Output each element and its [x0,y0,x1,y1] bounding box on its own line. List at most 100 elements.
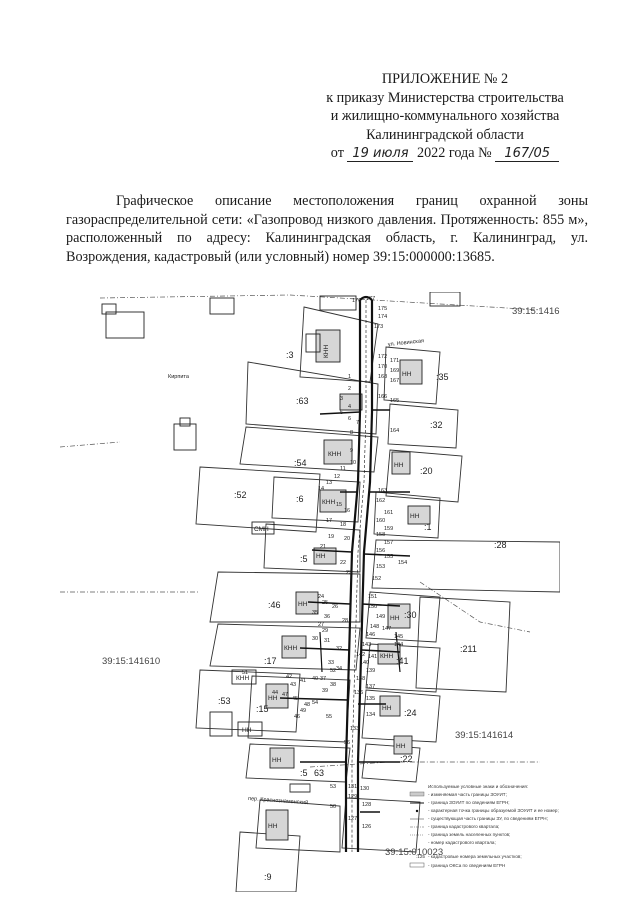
boundary-point-numbers-left: 1 2 3 4 5 6 7 8 9 10 11 12 13 14 15 16 1… [242,374,359,810]
point-number: 26 [332,604,338,610]
building-mark: КНН [236,675,249,682]
point-number: 45 [292,696,298,702]
point-number: 162 [376,498,385,504]
point-number: 36 [324,614,330,620]
point-number: 155 [384,554,393,560]
handwritten-order-number: 167/05 [495,146,560,163]
point-number: 145 [394,634,403,640]
building-footprints [231,329,431,841]
date-prefix: от [330,145,344,162]
point-number: 136 [354,690,363,696]
point-number: 151 [368,594,377,600]
building-mark: КНН [380,653,393,660]
point-number: 4 [348,404,351,410]
parcel-label: :53 [218,696,231,706]
point-number: 128 [362,802,371,808]
point-number: 14 [318,486,324,492]
point-number: 46 [294,714,300,720]
point-number: 140 [360,660,369,666]
point-number: 173 [374,324,383,330]
order-date-line: от 19 июля 2022 года № 167/05 [300,144,590,163]
parcel-label: :41 [396,656,409,666]
parcel-label: :5 [300,768,308,778]
building-mark: НН [272,757,282,764]
appendix-line-3: Калининградской области [366,126,524,143]
point-number: 160 [376,518,385,524]
point-number: 165 [390,398,399,404]
building-mark: КНН [323,345,330,358]
point-number: 37 [320,676,326,682]
building-mark: НН [394,462,404,469]
point-number: 169 [390,368,399,374]
point-number: 2 [348,386,351,392]
point-number: 137 [366,684,375,690]
quarter-label: 39:15:141610 [102,656,160,667]
parcel-label: :9 [264,872,272,882]
point-number: 130 [360,786,369,792]
point-number: 153 [376,564,385,570]
building-mark: НН [268,823,278,830]
point-number: 163 [378,488,387,494]
point-number: 27 [318,622,324,628]
quarter-label: 39:15:141614 [455,730,513,741]
point-number: 11 [340,466,346,472]
parcel-label: :32 [430,420,443,430]
point-number: 166 [378,394,387,400]
point-number: 18 [340,522,346,528]
handwritten-date: 19 июля [347,146,414,163]
point-number: 41 [300,678,306,684]
gas-pipeline-zone [279,295,411,852]
building-mark: НН [242,727,252,734]
point-number: 7 [356,420,359,426]
point-number: 35 [312,610,318,616]
map-legend: Используемые условные знаки и обозначени… [409,784,559,868]
point-number: 24 [318,594,324,600]
building-mark: КНН [284,645,297,652]
building-mark: НН [396,743,406,750]
point-number: 50 [330,804,336,810]
point-number: 150 [368,604,377,610]
point-number: 146 [366,632,375,638]
parcel-label: :63 [296,396,309,406]
point-number: 40 [312,676,318,682]
appendix-title: ПРИЛОЖЕНИЕ № 2 [381,71,509,87]
appendix-line-2: и жилищно-коммунального хозяйства [330,108,560,125]
point-number: 168 [378,374,387,380]
point-number: 127 [348,816,357,822]
point-number: 31 [324,638,330,644]
parcel-label: :3 [286,350,294,360]
point-number: 131 [348,784,357,790]
point-number: 47 [282,692,288,698]
point-number: 38 [330,682,336,688]
parcel-label: :17 [264,656,277,666]
building-marks: КНН НН КНН НН КНН НН СМН НН НН НН КНН КН… [236,345,420,830]
point-number: 171 [390,358,399,364]
point-number: 44 [272,690,278,696]
point-number: 20 [344,536,350,542]
building-mark: СМН [254,526,269,533]
point-number: 147 [382,626,391,632]
appendix-line-1: к приказу Министерства строительства [326,89,564,106]
point-number: 161 [384,510,393,516]
street-label: пер. Краснознаменский [248,795,308,806]
appendix-header: ПРИЛОЖЕНИЕ № 2 к приказу Министерства ст… [300,70,590,163]
parcel-label: :15 [256,704,269,714]
parcel-label: :22 [400,754,413,764]
point-number: 29 [322,628,328,634]
point-number: 55 [326,714,332,720]
point-number: 5 [340,410,343,416]
parcel-label: :28 [494,540,507,550]
point-number: 142 [356,652,365,658]
parcel-label: :35 [436,372,449,382]
point-number: 176 [352,298,361,304]
legend-item: - кадастровые номера земельных участков; [428,854,522,859]
parcel-label: :20 [420,466,433,476]
point-number: 139 [366,668,375,674]
parcel-label: :211 [460,644,477,654]
point-number: 144 [394,642,403,648]
legend-item: - граница земель населенных пунктов; [428,832,510,837]
boundary-point-numbers-right: 176 177 175 174 173 172 171 170 169 168 … [348,296,407,830]
point-number: 152 [372,576,381,582]
point-number: 167 [390,378,399,384]
point-number: 56 [344,740,350,746]
